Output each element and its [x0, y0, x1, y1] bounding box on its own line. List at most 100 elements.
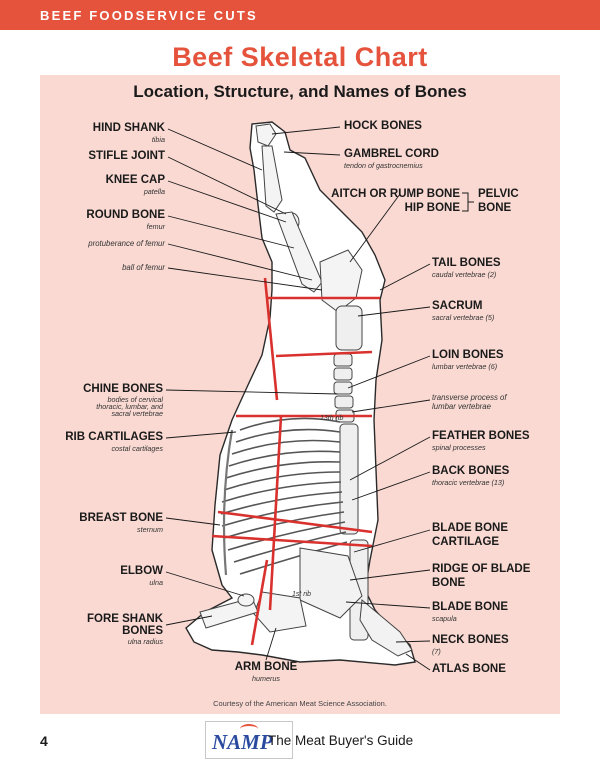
section-title: BEEF FOODSERVICE CUTS: [40, 8, 258, 23]
femur-shape: [275, 211, 323, 293]
cut-line-brisket: [250, 559, 269, 646]
hind-leg-bones: [255, 123, 363, 313]
rib-line: [235, 428, 341, 443]
label-arm-bone: ARM BONE humerus: [234, 661, 298, 683]
leader-feather-bones: [349, 436, 431, 481]
label-ridge-of-blade-bone: RIDGE OF BLADE BONE: [432, 563, 531, 589]
label-transverse-process: transverse process of lumbar vertebrae: [432, 393, 507, 411]
tibia-shape: [261, 145, 283, 213]
label-breast-bone: BREAST BONE sternum: [79, 512, 163, 534]
scapula-shape: [299, 547, 363, 619]
fore-leg-bones: [199, 591, 307, 633]
rib-line: [228, 450, 341, 467]
label-chine-bones: CHINE BONES bodies of cervical thoracic,…: [83, 383, 163, 418]
image-credit: Courtesy of the American Meat Science As…: [213, 699, 387, 708]
cut-line-round-vertical: [263, 277, 279, 401]
leader-transverse: [351, 399, 431, 413]
label-pelvic-bone: PELVIC BONE: [478, 188, 519, 214]
leader-stifle-joint: [167, 156, 287, 215]
lumbar-vertebra: [334, 395, 354, 409]
label-aitch-bone: AITCH OR RUMP BONE: [331, 188, 460, 200]
cut-line-plate: [211, 534, 373, 548]
leader-hock-bones: [271, 126, 341, 135]
rib-line: [221, 501, 344, 527]
diagram-subtitle: Location, Structure, and Names of Bones: [133, 82, 467, 101]
cut-line-loin: [275, 350, 373, 358]
leader-round-bone: [167, 215, 295, 249]
leader-tail-bones: [379, 263, 431, 291]
lumbar-vertebra: [333, 353, 353, 367]
leader-aitch-bone: [349, 193, 401, 263]
label-stifle-joint: STIFLE JOINT: [88, 150, 165, 162]
leader-arm-bone: [265, 627, 277, 661]
rib-line: [223, 511, 345, 539]
cut-line-rib-vertical: [268, 415, 283, 611]
label-feather-bones: FEATHER BONES spinal processes: [432, 430, 530, 452]
logo-hat-icon: [240, 724, 258, 734]
primal-cut-lines: [211, 277, 380, 646]
label-blade-bone-cartilage: BLADE BONE CARTILAGE: [432, 522, 509, 548]
lumbar-vertebra: [333, 367, 353, 381]
leader-ball-femur: [167, 267, 323, 291]
leader-blade-bone: [345, 601, 431, 609]
elbow-shape: [237, 593, 255, 607]
label-back-bones: BACK BONES thoracic vertebrae (13): [432, 465, 510, 487]
costal-cartilage-line: [222, 429, 234, 576]
rib-line: [227, 521, 346, 551]
spine: [333, 305, 369, 641]
thoracic-vertebrae: [339, 423, 359, 535]
logo-text: NAMP: [212, 730, 273, 754]
label-elbow: ELBOW ulna: [120, 565, 163, 587]
label-tail-bones: TAIL BONES caudal vertebrae (2): [432, 257, 501, 279]
label-rib-cartilages: RIB CARTILAGES costal cartilages: [65, 431, 163, 453]
label-blade-bone: BLADE BONE scapula: [432, 601, 509, 623]
label-gambrel-cord: GAMBREL CORD tendon of gastrocnemius: [344, 148, 439, 170]
label-neck-bones: NECK BONES (7): [432, 634, 509, 656]
leader-hind-shank: [167, 128, 263, 171]
page-title: Beef Skeletal Chart: [172, 42, 428, 72]
leader-knee-cap: [167, 180, 287, 223]
leader-atlas-bone: [405, 653, 431, 671]
namp-logo: NAMP: [205, 721, 293, 759]
header-bar: BEEF FOODSERVICE CUTS: [0, 0, 600, 30]
sacrum-shape: [335, 305, 363, 351]
hock-bones-shape: [255, 123, 277, 147]
leader-loin-bones: [347, 355, 431, 389]
rib-line: [239, 417, 341, 431]
leader-chine-bones: [165, 389, 339, 395]
leader-protuberance: [167, 243, 313, 281]
rib-mark-first: 1st rib: [292, 591, 311, 598]
label-hip-bone: HIP BONE: [404, 202, 460, 214]
label-sacrum: SACRUM sacral vertebrae (5): [432, 300, 495, 322]
guide-title: The Meat Buyer's Guide: [268, 733, 414, 748]
leader-sacrum: [357, 306, 431, 317]
label-ball-femur: ball of femur: [122, 263, 165, 272]
leader-back-bones: [351, 471, 431, 501]
pelvic-bracket: [462, 192, 474, 212]
leader-blade-cartilage: [353, 529, 431, 553]
rib-cage: [220, 417, 348, 576]
leader-lines: [165, 126, 431, 671]
leader-gambrel-cord: [283, 151, 341, 156]
label-round-bone: ROUND BONE femur: [86, 209, 165, 231]
page-number: 4: [40, 733, 48, 749]
rib-line: [223, 471, 341, 491]
rib-line: [221, 481, 342, 503]
rib-mark-13th: 13th rib: [320, 415, 343, 422]
label-hind-shank: HIND SHANK tibia: [92, 122, 165, 144]
rib-line: [225, 461, 341, 479]
rib-line: [233, 531, 347, 563]
leader-neck-bones: [395, 640, 431, 643]
leader-ridge-blade: [349, 569, 431, 581]
leader-elbow: [165, 571, 245, 597]
label-protuberance-femur: protuberance of femur: [88, 239, 165, 248]
lumbar-vertebra: [333, 381, 353, 395]
rib-line: [231, 439, 341, 455]
cut-line-rib-chuck: [217, 510, 373, 534]
leader-breast-bone: [165, 517, 221, 526]
leader-rib-cartilages: [165, 431, 237, 439]
leader-fore-shank: [165, 615, 213, 626]
label-atlas-bone: ATLAS BONE: [432, 663, 506, 675]
label-fore-shank: FORE SHANK BONES ulna radius: [86, 613, 163, 646]
